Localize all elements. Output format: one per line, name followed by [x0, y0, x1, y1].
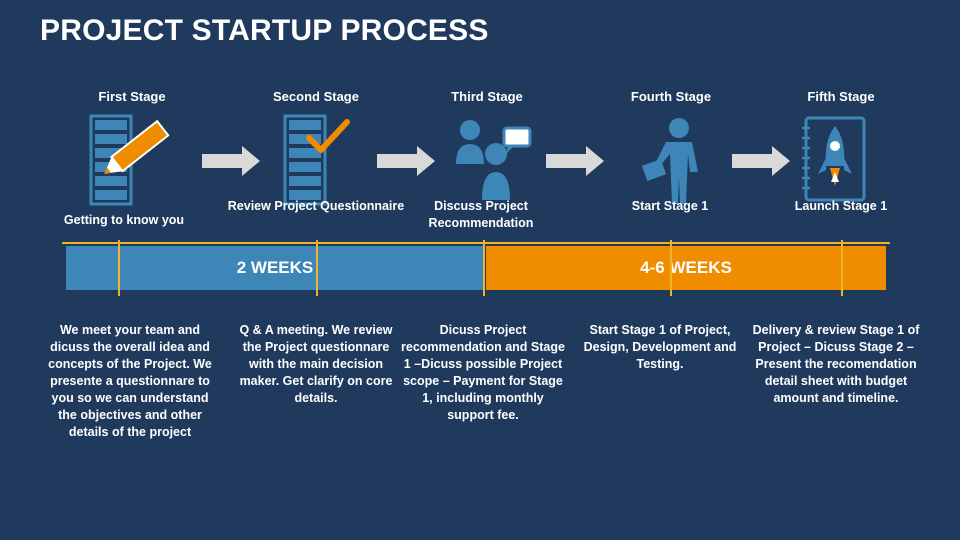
- timeline-tick: [316, 240, 318, 296]
- timeline-tick: [670, 240, 672, 296]
- businessman-briefcase-icon: [581, 114, 761, 208]
- checklist-check-icon: [226, 114, 406, 208]
- stage-caption: Review Project Questionnaire: [227, 199, 405, 213]
- timeline-line: [62, 242, 890, 244]
- arrow-right-icon: [377, 146, 435, 176]
- timeline-phase-2: 4-6 WEEKS: [486, 246, 886, 290]
- stage-5: Fifth Stage: [751, 88, 931, 208]
- checklist-pencil-icon: [42, 114, 222, 208]
- stage-3: Third Stage: [397, 88, 577, 208]
- stage-1: First Stage: [42, 88, 222, 208]
- stage-label: Second Stage: [273, 89, 359, 104]
- arrow-right-icon: [202, 146, 260, 176]
- timeline-tick: [118, 240, 120, 296]
- stage-4: Fourth Stage: [581, 88, 761, 208]
- stage-caption: Discuss Project Recommendation: [428, 199, 534, 230]
- stage-description: We meet your team and dicuss the overall…: [48, 323, 212, 439]
- stage-2: Second Stage: [226, 88, 406, 208]
- page-title: PROJECT STARTUP PROCESS: [40, 14, 489, 47]
- stage-description: Q & A meeting. We review the Project que…: [239, 323, 393, 405]
- people-chat-icon: [397, 114, 577, 208]
- stage-caption: Getting to know you: [63, 213, 185, 227]
- stage-caption: Launch Stage 1: [794, 199, 888, 213]
- arrow-right-icon: [546, 146, 604, 176]
- arrow-right-icon: [732, 146, 790, 176]
- timeline-tick: [483, 240, 485, 296]
- timeline-tick: [841, 240, 843, 296]
- stage-label: Fourth Stage: [630, 89, 712, 104]
- stage-label: First Stage: [98, 89, 166, 104]
- rocket-notebook-icon: [751, 114, 931, 208]
- stage-description: Start Stage 1 of Project, Design, Develo…: [583, 323, 737, 371]
- stage-caption: Start Stage 1: [631, 199, 709, 213]
- timeline-phase-1: 2 WEEKS: [66, 246, 484, 290]
- stage-description: Delivery & review Stage 1 of Project – D…: [752, 323, 920, 405]
- stage-label: Third Stage: [451, 89, 523, 104]
- stage-label: Fifth Stage: [807, 89, 875, 104]
- stage-description: Dicuss Project recommendation and Stage …: [401, 323, 565, 422]
